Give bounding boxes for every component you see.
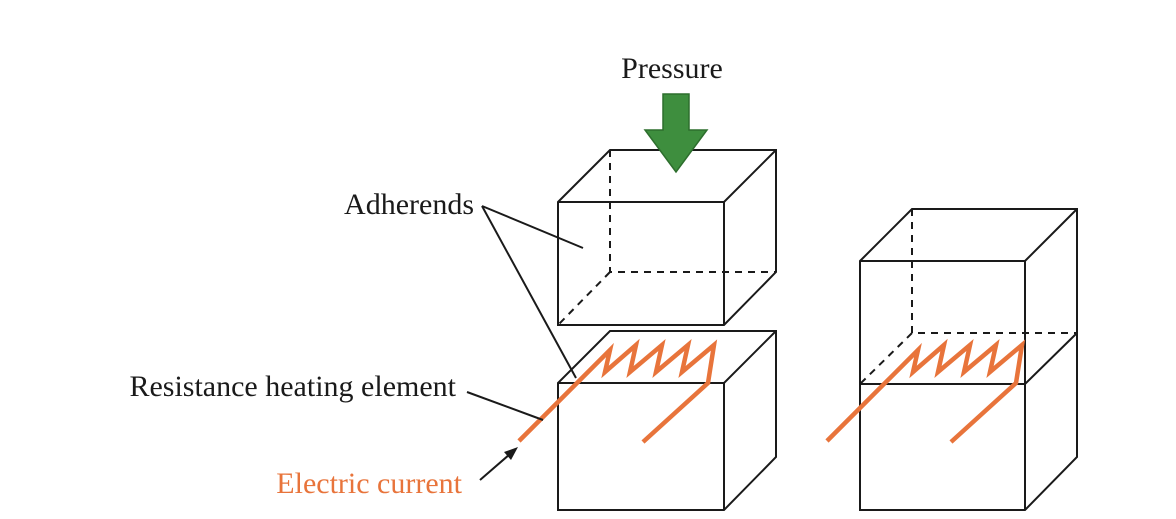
electric-current-leader: [479, 453, 511, 481]
left-upper-adherend: [557, 149, 777, 326]
adherends-leader-lower: [481, 205, 577, 379]
right-bonded-adherends: [859, 208, 1078, 511]
left-lower-adherend: [557, 330, 777, 511]
pressure-arrow: [643, 93, 709, 174]
electric-current-label: Electric current: [276, 467, 462, 500]
pressure-label: Pressure: [621, 52, 723, 85]
left-heating-element: [517, 338, 718, 444]
adherends-label: Adherends: [344, 188, 474, 221]
adherends-leader-upper: [481, 205, 584, 249]
heating-element-leader: [466, 391, 544, 421]
electric-current-arrowhead: [504, 447, 518, 460]
heating-element-label: Resistance heating element: [129, 370, 456, 403]
right-heating-element: [825, 338, 1026, 444]
